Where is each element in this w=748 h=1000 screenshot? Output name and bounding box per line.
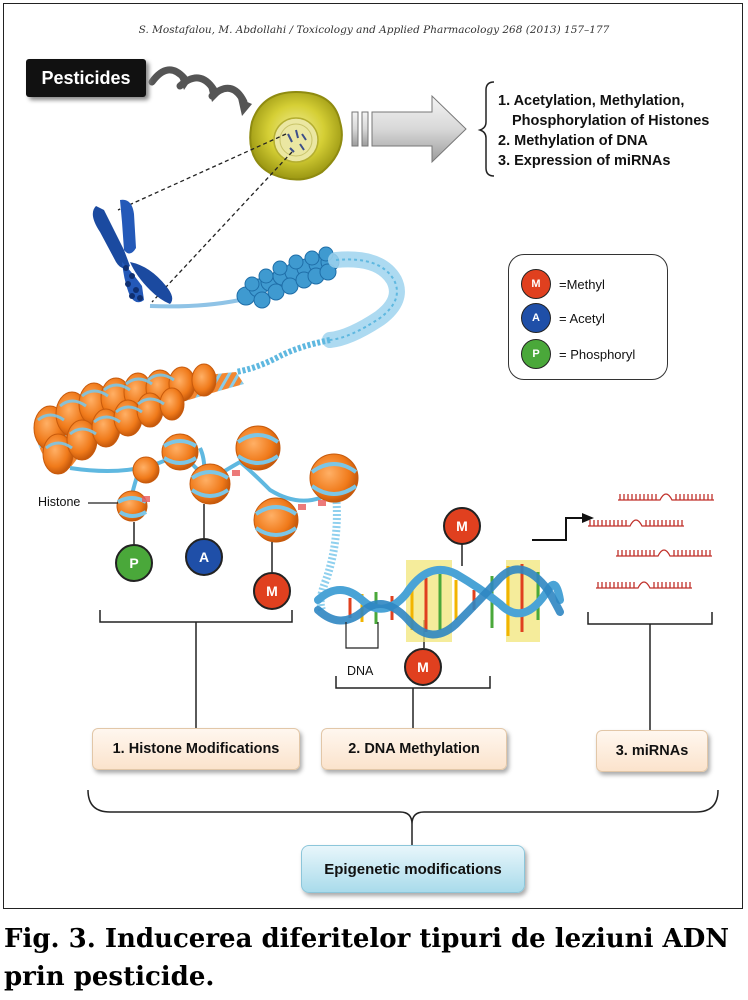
citation-header: S. Mostafalou, M. Abdollahi / Toxicology… — [138, 24, 610, 36]
caption-line-1: Fig. 3. Inducerea diferitelor tipuri de … — [4, 924, 730, 954]
effect-item-2: 2. Methylation of DNA — [498, 133, 648, 149]
epigenetic-modifications-box: Epigenetic modifications — [301, 845, 525, 893]
legend-box: M =Methyl A = Acetyl P = Phosphoryl — [508, 254, 668, 380]
mirna-strand — [618, 493, 714, 501]
effect-item-3: 3. Expression of miRNAs — [498, 153, 671, 169]
mirna-arrow-icon — [532, 513, 594, 541]
phosphoryl-symbol-icon: P — [521, 339, 551, 369]
histone-label: Histone — [38, 495, 81, 509]
mirna-strand — [616, 549, 712, 557]
dna-double-helix — [314, 560, 564, 642]
pesticides-box: Pesticides — [26, 59, 146, 97]
legend-label-acetyl: = Acetyl — [559, 310, 605, 326]
effect-item-1: 1. Acetylation, Methylation, — [498, 93, 685, 109]
mirna-strand — [596, 581, 692, 589]
dna-methyl-mark-lower-icon: M — [404, 648, 442, 686]
acetyl-mark-icon: A — [185, 538, 223, 576]
effects-list: 1. Acetylation, Methylation, Phosphoryla… — [498, 91, 709, 171]
chromatin-fiber — [149, 246, 405, 375]
acetyl-symbol-icon: A — [521, 303, 551, 333]
zoom-lines — [117, 133, 293, 303]
right-block-arrow-icon — [351, 94, 467, 164]
curved-arrow-heads — [178, 74, 252, 116]
curved-arrows-icon — [148, 66, 248, 106]
caption-line-2: prin pesticide. — [4, 962, 215, 992]
mirna-strands — [588, 493, 714, 589]
histone-methyl-mark-icon: M — [253, 572, 291, 610]
nucleosome-fiber — [33, 363, 244, 475]
mirna-strand — [588, 519, 684, 527]
legend-label-methyl: =Methyl — [559, 276, 605, 292]
dna-bracket — [345, 622, 379, 649]
legend-label-phosphoryl: = Phosphoryl — [559, 346, 636, 362]
category-brackets — [87, 610, 719, 845]
legend-row-acetyl: A = Acetyl — [521, 303, 605, 333]
beads-on-string — [69, 425, 359, 612]
dna-methylation-box: 2. DNA Methylation — [321, 728, 507, 770]
dna-methyl-mark-upper-icon: M — [443, 507, 481, 545]
legend-row-methyl: M =Methyl — [521, 269, 605, 299]
phosphoryl-mark-icon: P — [115, 544, 153, 582]
mirnas-box: 3. miRNAs — [596, 730, 708, 772]
diagram-canvas — [33, 66, 719, 845]
effects-brace — [477, 81, 495, 177]
chromosome-icon — [92, 199, 173, 304]
figure-caption: Fig. 3. Inducerea diferitelor tipuri de … — [4, 920, 744, 996]
cell-icon — [249, 90, 343, 181]
methyl-symbol-icon: M — [521, 269, 551, 299]
dna-label: DNA — [347, 664, 374, 678]
effect-item-1-cont: Phosphorylation of Histones — [512, 113, 710, 129]
legend-row-phosphoryl: P = Phosphoryl — [521, 339, 635, 369]
histone-modifications-box: 1. Histone Modifications — [92, 728, 300, 770]
